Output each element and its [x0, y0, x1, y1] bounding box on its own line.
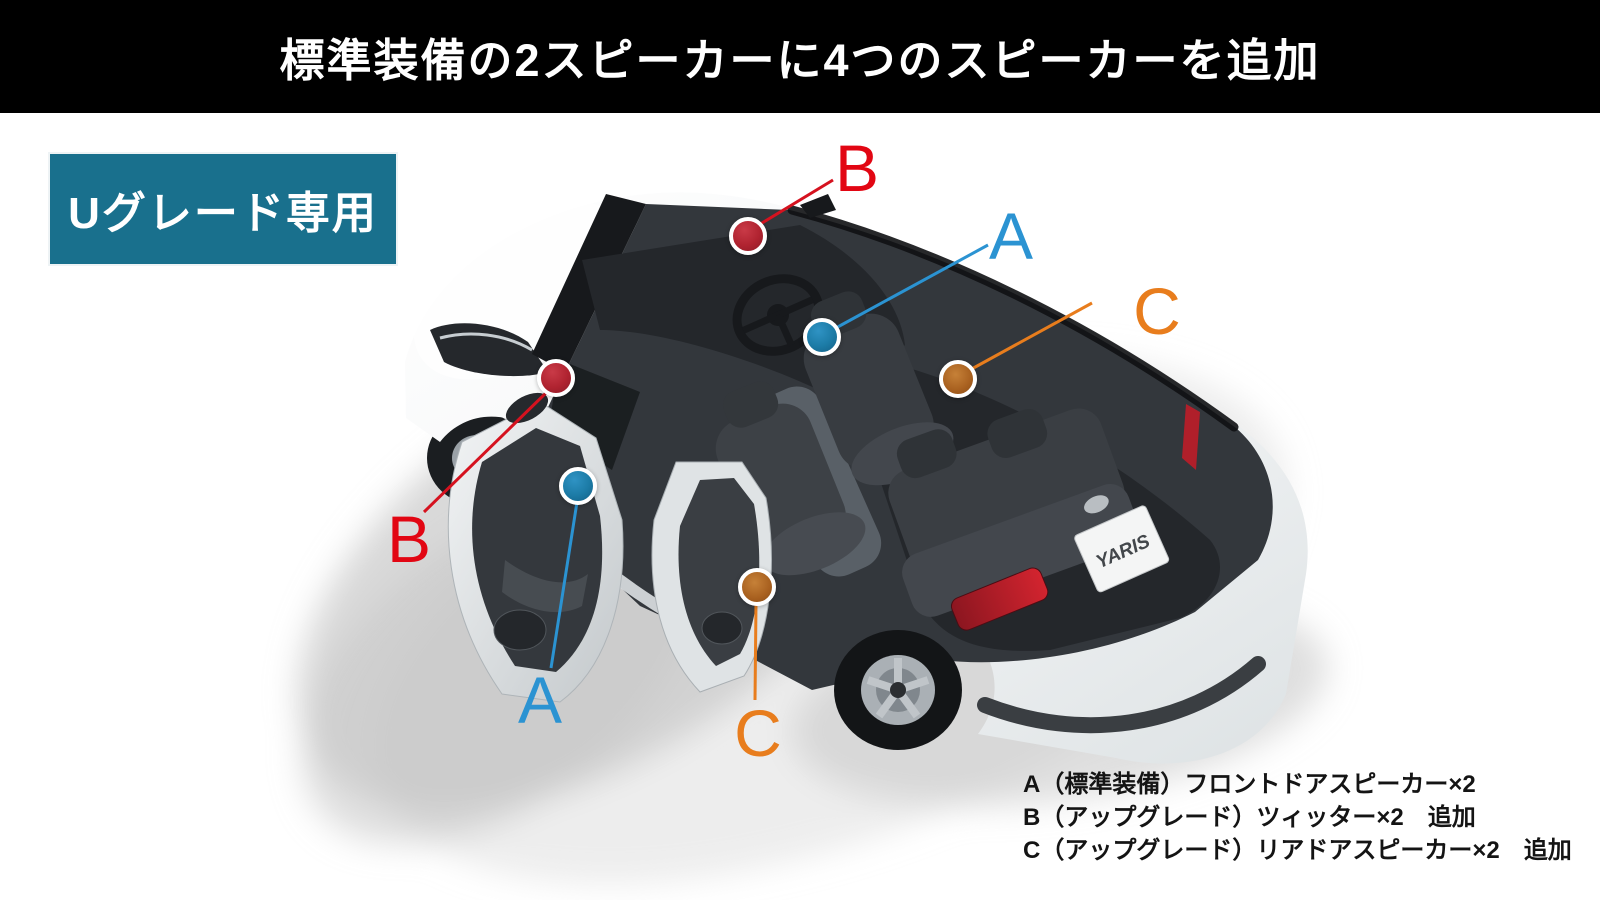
speaker-dot-c-rear-door-left	[738, 568, 776, 606]
marker-label-c-right: C	[1133, 274, 1181, 348]
taillight	[950, 567, 1049, 631]
marker-label-a-top: A	[988, 199, 1034, 273]
grade-badge-label: Uグレード専用	[68, 189, 378, 238]
marker-label-b-left: B	[386, 502, 432, 576]
beltline-trim	[787, 205, 1239, 432]
rear-bench-seat	[888, 408, 1139, 617]
speaker-dot-c-rear-door-right	[939, 360, 977, 398]
taillight-right	[1182, 404, 1200, 470]
grade-badge: Uグレード専用	[48, 152, 398, 266]
header-bar: 標準装備の2スピーカーに4つのスピーカーを追加	[0, 0, 1600, 113]
speaker-dot-a-front-door-right	[803, 318, 841, 356]
rear-door-speaker-grille	[701, 611, 743, 645]
rear-wheel	[834, 630, 962, 750]
speaker-legend: A（標準装備）フロントドアスピーカー×2 B（アップグレード）ツィッター×2 追…	[1023, 768, 1572, 867]
legend-line-a: A（標準装備）フロントドアスピーカー×2	[1023, 771, 1476, 798]
marker-label-b-top: B	[834, 131, 880, 205]
rear-door-open	[651, 461, 772, 693]
steering-wheel-icon	[732, 274, 824, 356]
speaker-dot-b-dashboard-left	[537, 359, 575, 397]
legend-line-b: B（アップグレード）ツィッター×2 追加	[1023, 804, 1476, 831]
marker-label-a-left: A	[517, 663, 563, 737]
page-title: 標準装備の2スピーカーに4つのスピーカーを追加	[279, 35, 1321, 86]
license-plate: YARIS	[1074, 495, 1170, 593]
front-door-speaker-grille	[493, 609, 547, 651]
speaker-dot-b-dashboard-right	[729, 217, 767, 255]
rear-bumper-trim	[977, 656, 1266, 734]
headlight	[430, 323, 548, 377]
legend-line-c: C（アップグレード）リアドアスピーカー×2 追加	[1023, 837, 1572, 864]
speaker-dot-a-front-door-left	[559, 467, 597, 505]
headlight-streak	[439, 332, 533, 352]
marker-label-c-bottom: C	[734, 696, 782, 770]
